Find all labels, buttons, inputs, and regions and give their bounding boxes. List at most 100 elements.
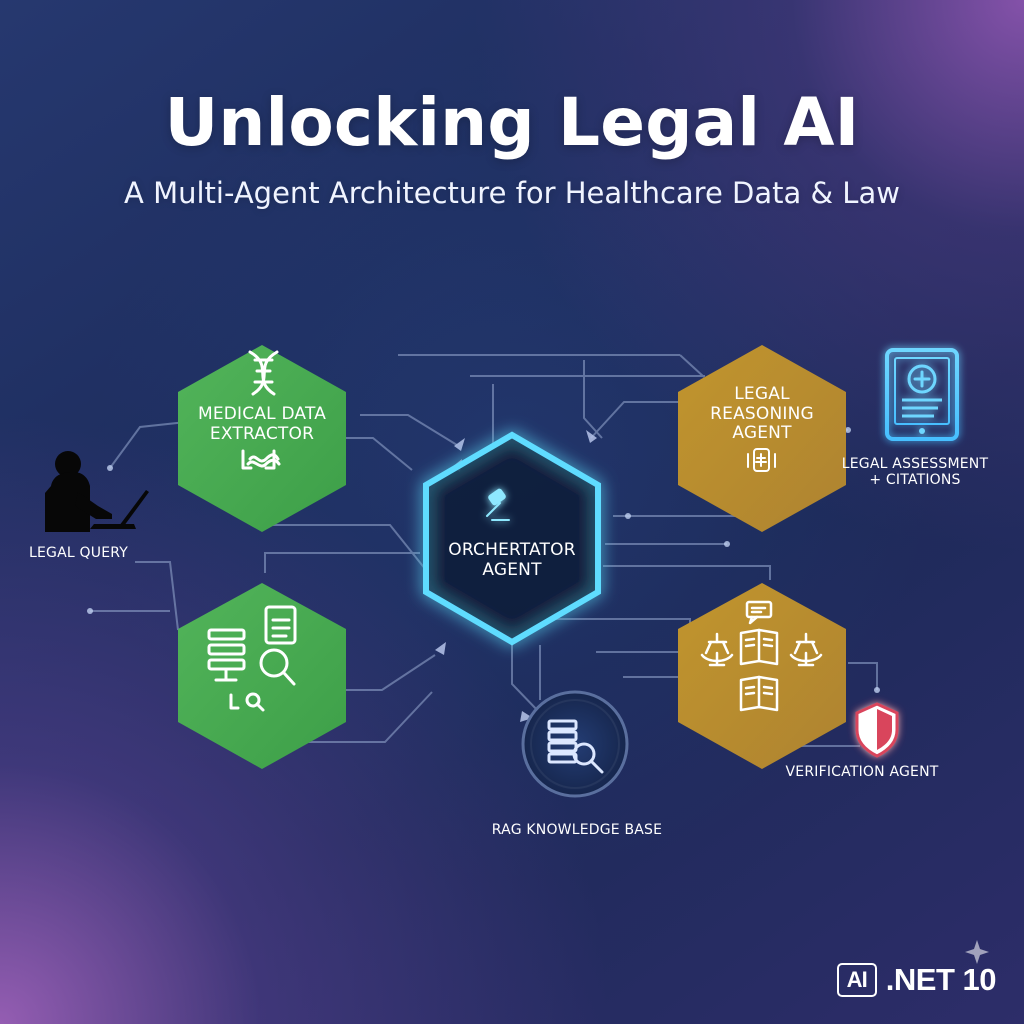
clipboard-frame	[264, 605, 297, 645]
rag-inner-ring	[530, 699, 620, 789]
subtitle: A Multi-Agent Architecture for Healthcar…	[124, 176, 900, 210]
gavel-icon	[486, 488, 510, 521]
tablet-home-button	[919, 428, 925, 434]
rag-search-handle	[589, 759, 604, 774]
open-book-bottom-lines	[744, 685, 774, 696]
sparkle-icon	[965, 940, 989, 964]
connector-dot	[874, 687, 880, 693]
legal-phone-scale	[755, 453, 767, 467]
rag-knowledge-base-caption: RAG KNOWLEDGE BASE	[491, 822, 663, 838]
gavel-head	[488, 488, 506, 506]
tablet-frame	[885, 348, 959, 441]
rag-search-icon	[547, 719, 604, 774]
dna-icon	[248, 350, 279, 396]
dotnet-brand: AI .NET 10	[836, 962, 997, 998]
connector-dot	[107, 465, 113, 471]
legal-phone-icon	[747, 448, 776, 472]
shield-fill-right	[877, 709, 892, 750]
central-hexagon-glow	[423, 431, 601, 646]
connector-line	[777, 729, 860, 747]
connector-dot	[845, 427, 851, 433]
green-database-hexagon	[178, 583, 346, 769]
tablet-screen	[894, 357, 950, 425]
speech-bubble	[745, 600, 773, 619]
connector-line	[331, 654, 436, 691]
connector-arrow	[454, 438, 465, 451]
database-layer-1	[207, 628, 246, 641]
rag-book-2	[547, 730, 578, 742]
small-search-handle	[255, 702, 265, 712]
right-scale-chain	[793, 632, 819, 655]
connector-line	[360, 414, 458, 446]
document-wave-2	[246, 458, 281, 468]
medical-data-extractor-label: MEDICAL DATA EXTRACTOR	[197, 404, 327, 444]
legal-assessment-caption: LEGAL ASSESSMENT + CITATIONS	[841, 456, 989, 489]
database-search-icon	[207, 605, 297, 712]
document-scale-icon	[700, 600, 823, 712]
ai-badge: AI	[836, 963, 877, 997]
document-wave	[248, 453, 280, 463]
legal-reasoning-agent-label: LEGAL REASONING AGENT	[710, 384, 814, 444]
laptop-base	[90, 524, 136, 529]
connector-line	[603, 565, 771, 580]
connector-line	[135, 561, 179, 631]
user-body	[45, 472, 90, 532]
left-scale-bowl	[700, 653, 734, 663]
title: Unlocking Legal AI	[164, 84, 860, 161]
legal-library-hexagon	[678, 583, 846, 769]
verification-agent-caption: VERIFICATION AGENT	[785, 764, 939, 780]
search-handle	[282, 671, 296, 686]
medical-document-icon	[241, 449, 281, 470]
left-scale-chain	[704, 632, 730, 655]
open-book-bottom	[739, 675, 779, 712]
connector-line	[679, 354, 705, 378]
document-frame-right	[264, 449, 276, 470]
open-book-top-lines	[744, 637, 774, 648]
legal-phone-frame	[753, 448, 770, 472]
small-frame	[229, 693, 240, 710]
shield-shape	[855, 702, 899, 758]
speech-tail	[748, 615, 759, 625]
right-scale-bowl	[789, 653, 823, 663]
connector-dot	[87, 608, 93, 614]
medical-tablet-icon	[885, 348, 959, 441]
connector-dot	[625, 513, 631, 519]
dna-strand-right	[251, 350, 279, 396]
rag-book-4	[547, 752, 578, 764]
database-layer-2	[207, 643, 246, 656]
connector-line	[267, 691, 433, 743]
gavel-handle	[486, 502, 501, 517]
connector-dot	[687, 674, 693, 680]
connector-dot	[423, 567, 429, 573]
legal-query-caption: LEGAL QUERY	[29, 545, 129, 561]
connector-line	[848, 662, 878, 690]
database-layer-3	[207, 658, 246, 671]
laptop-screen	[119, 490, 149, 526]
open-book-top	[739, 628, 779, 666]
search-lens	[259, 648, 289, 678]
rag-search-lens	[572, 742, 596, 766]
small-search-circle	[245, 692, 261, 708]
dna-strand-left	[248, 350, 276, 396]
connector-line	[590, 401, 703, 439]
user-at-laptop-icon	[45, 451, 149, 532]
connector-line	[511, 642, 541, 714]
orchestrator-agent-label: ORCHERTATOR AGENT	[448, 540, 576, 580]
central-hexagon-group	[423, 431, 601, 646]
connector-line	[583, 360, 603, 439]
connector-line	[550, 618, 691, 640]
tablet-medical-badge	[907, 364, 937, 394]
connector-line	[269, 485, 427, 571]
rag-book-3	[547, 741, 578, 753]
right-scale-stand	[797, 651, 815, 667]
connector-arrow	[520, 711, 533, 722]
tablet-medical-cross	[913, 370, 931, 388]
user-arm	[75, 492, 112, 519]
dotnet-version: .NET 10	[885, 962, 997, 997]
connector-arrow	[452, 459, 462, 472]
rag-outer-ring	[521, 690, 629, 798]
connector-arrow	[586, 430, 597, 443]
database-stand	[214, 667, 238, 682]
rag-book-1	[547, 719, 578, 731]
connector-line	[330, 437, 413, 471]
